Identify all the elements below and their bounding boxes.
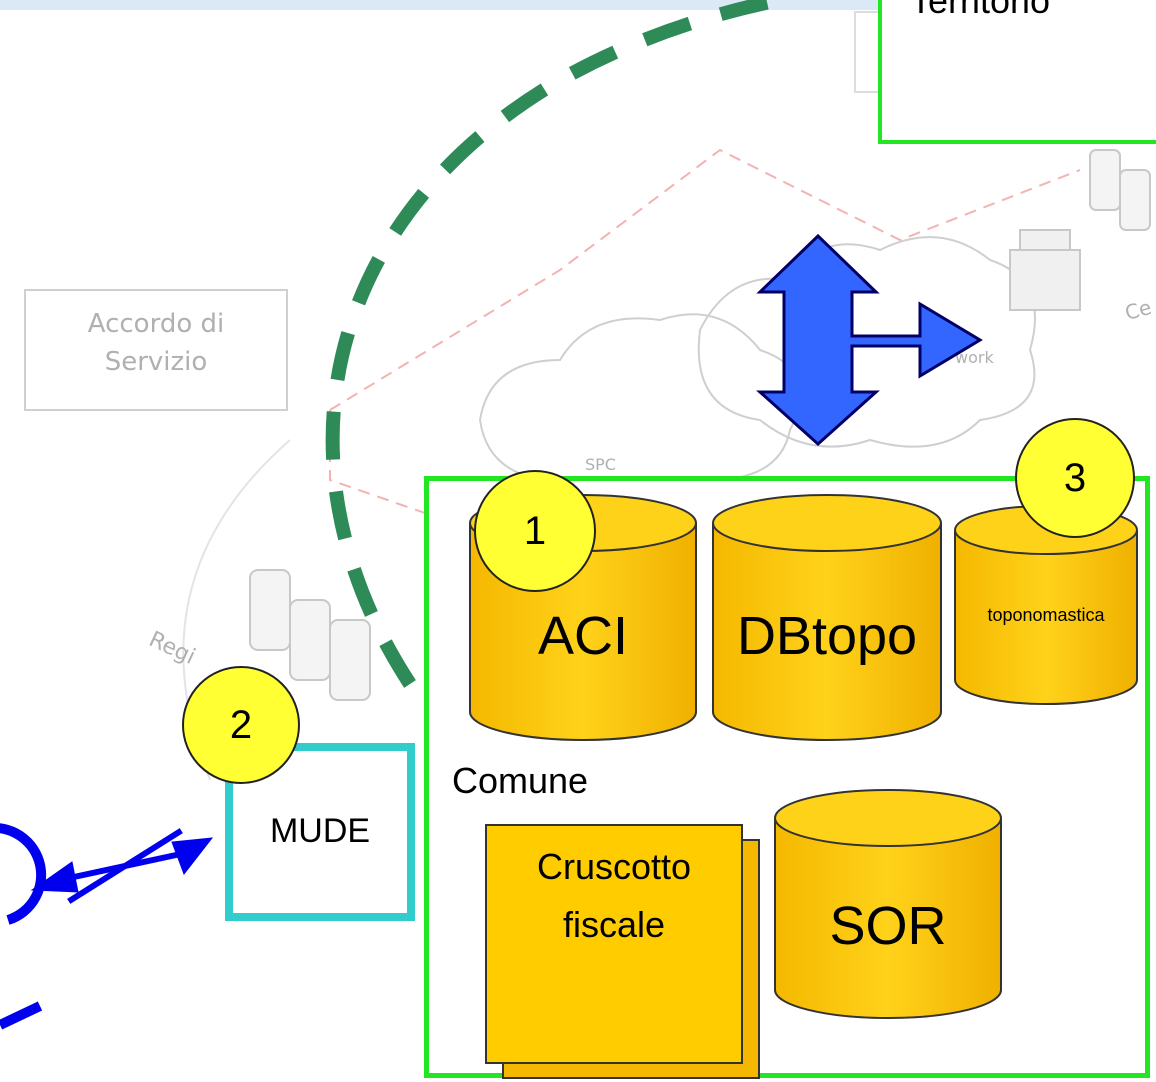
badge-2: 2: [182, 666, 300, 784]
accordo-label: Accordo di Servizio: [87, 309, 225, 377]
cruscotto-label: Cruscotto fiscale: [536, 846, 692, 945]
badge-1: 1: [474, 470, 596, 592]
user-icon: [0, 823, 47, 925]
territorio-label: Territorio: [910, 0, 1051, 21]
mude-label: MUDE: [269, 812, 371, 850]
aci-label: ACI: [537, 606, 629, 666]
network-path-line: [329, 148, 1081, 411]
header-strip: [0, 0, 1156, 10]
sor-database-icon: [774, 789, 1002, 1019]
network-cloud-label: work: [955, 348, 994, 367]
territorio-box: [878, 0, 1156, 144]
dashed-connection-arc: [325, 0, 782, 688]
accordo-box: [24, 289, 288, 411]
comune-label: Comune: [452, 760, 589, 801]
user-icon-tail: [0, 1001, 43, 1030]
three-way-blue-arrow: [756, 233, 983, 447]
building-icon: [1009, 229, 1081, 311]
spc-cloud-label: SPC: [585, 455, 616, 474]
toponomastica-label: toponomastica: [987, 605, 1105, 625]
server-rack-icon: [249, 569, 371, 701]
dbtopo-label: DBtopo: [736, 606, 918, 666]
mude-link-arrow: [30, 828, 214, 904]
sor-label: SOR: [829, 896, 947, 956]
badge-3: 3: [1015, 418, 1135, 538]
dbtopo-database-icon: [712, 494, 942, 741]
cruscotto-documents-icon: [485, 824, 760, 1079]
server-rack-icon: [1089, 149, 1151, 231]
